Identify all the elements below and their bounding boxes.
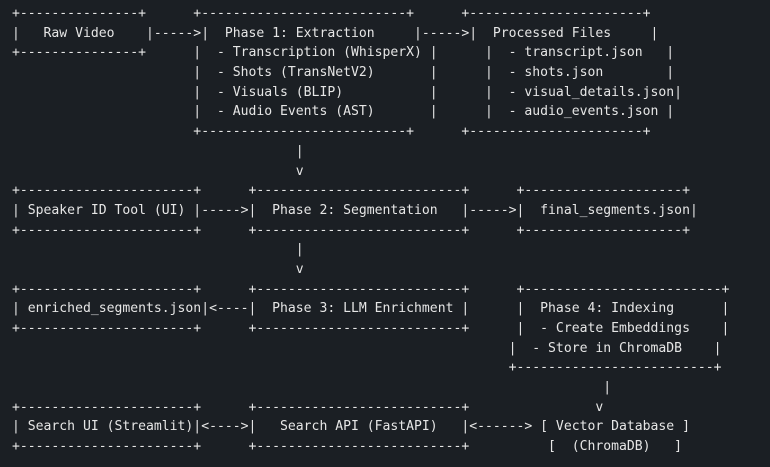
diagram-line-22: | Search UI (Streamlit)|<---->| Search A…: [12, 419, 690, 435]
ascii-pipeline-diagram: +---------------+ +---------------------…: [12, 4, 729, 457]
diagram-line-17: +----------------------+ +--------------…: [12, 321, 730, 336]
diagram-line-3: +---------------+ | - Transcription (Whi…: [12, 45, 675, 61]
diagram-line-12: +----------------------+ +--------------…: [12, 222, 690, 238]
diagram-line-6: | - Audio Events (AST) | | - audio_event…: [12, 104, 675, 120]
diagram-line-21: +----------------------+ +--------------…: [12, 399, 604, 415]
diagram-line-14: v: [12, 261, 304, 277]
diagram-line-16: | enriched_segments.json|<----| Phase 3:…: [12, 301, 730, 317]
diagram-line-19: +-------------------------+: [12, 360, 722, 376]
diagram-line-23: +----------------------+ +--------------…: [12, 439, 683, 455]
diagram-line-8: |: [12, 143, 304, 159]
diagram-line-7: +--------------------------+ +----------…: [12, 124, 651, 140]
diagram-line-18: | - Store in ChromaDB |: [12, 340, 722, 356]
diagram-line-13: |: [12, 242, 304, 258]
diagram-line-4: | - Shots (TransNetV2) | | - shots.json …: [12, 65, 675, 81]
diagram-line-15: +----------------------+ +--------------…: [12, 281, 730, 297]
diagram-line-10: +----------------------+ +--------------…: [12, 183, 690, 199]
diagram-line-1: +---------------+ +---------------------…: [12, 6, 651, 21]
diagram-line-9: v: [12, 163, 304, 179]
diagram-line-11: | Speaker ID Tool (UI) |----->| Phase 2:…: [12, 202, 698, 218]
diagram-line-20: |: [12, 380, 612, 396]
diagram-line-2: | Raw Video |----->| Phase 1: Extraction…: [12, 25, 659, 41]
diagram-line-5: | - Visuals (BLIP) | | - visual_details.…: [12, 84, 683, 100]
